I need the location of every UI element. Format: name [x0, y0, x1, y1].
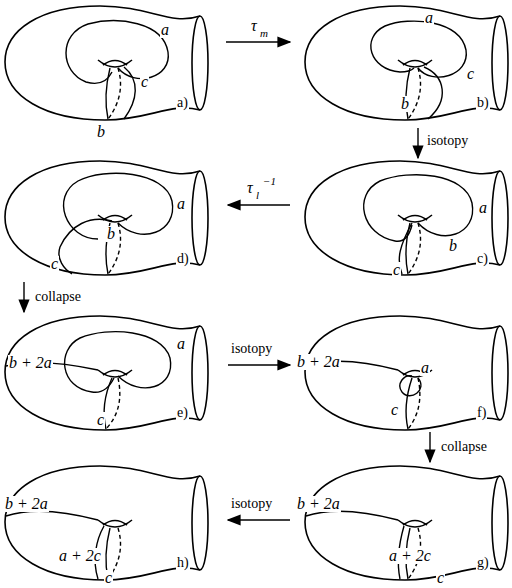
panel-caption: collapse	[440, 440, 488, 454]
curve-label: c	[392, 262, 401, 278]
curve-label: a + 2c	[58, 548, 102, 564]
curve-label: b	[96, 124, 106, 140]
curve-label: c	[436, 570, 445, 586]
panel-caption: f)	[476, 406, 487, 420]
panel-caption: d)	[176, 252, 190, 266]
curve-label: b + 2a	[296, 354, 341, 370]
panel-caption: h)	[176, 556, 190, 570]
curve-label: a	[160, 22, 170, 38]
curve-label: a	[420, 360, 430, 376]
curve-label: c	[104, 570, 113, 586]
curve-label: a + 2c	[388, 548, 432, 564]
curve-label: c	[50, 256, 59, 272]
curve-label: l	[255, 190, 260, 201]
curve-label: τ	[250, 18, 258, 34]
curve-label: b	[400, 96, 410, 112]
panel-caption: a)	[176, 96, 189, 110]
curve-label: b + 2a	[296, 496, 341, 512]
curve-label: a	[424, 10, 434, 26]
curve-label: b + 2a	[4, 496, 49, 512]
curve-label: c	[466, 66, 475, 82]
curve-label: a	[176, 196, 186, 212]
curve-label: c	[390, 402, 399, 418]
curve-label: c	[140, 74, 149, 90]
panel-caption: collapse	[34, 290, 82, 304]
curve-label: b + 2a	[8, 355, 53, 371]
curve-label: a	[176, 336, 186, 352]
panel-caption: b)	[476, 96, 490, 110]
panel-caption: isotopy	[426, 134, 469, 148]
curve-label: a	[478, 200, 488, 216]
curve-label: b	[106, 226, 116, 242]
panel-caption: c)	[476, 252, 489, 266]
panel-caption: isotopy	[230, 497, 273, 511]
panel-caption: e)	[176, 406, 189, 420]
curve-label: −1	[262, 176, 277, 187]
panel-caption: g)	[476, 556, 490, 570]
curve-label: m	[259, 28, 269, 39]
curve-label: τ	[246, 180, 254, 196]
panel-caption: isotopy	[230, 342, 273, 356]
curve-label: b	[448, 238, 458, 254]
curve-label: c	[96, 412, 105, 428]
